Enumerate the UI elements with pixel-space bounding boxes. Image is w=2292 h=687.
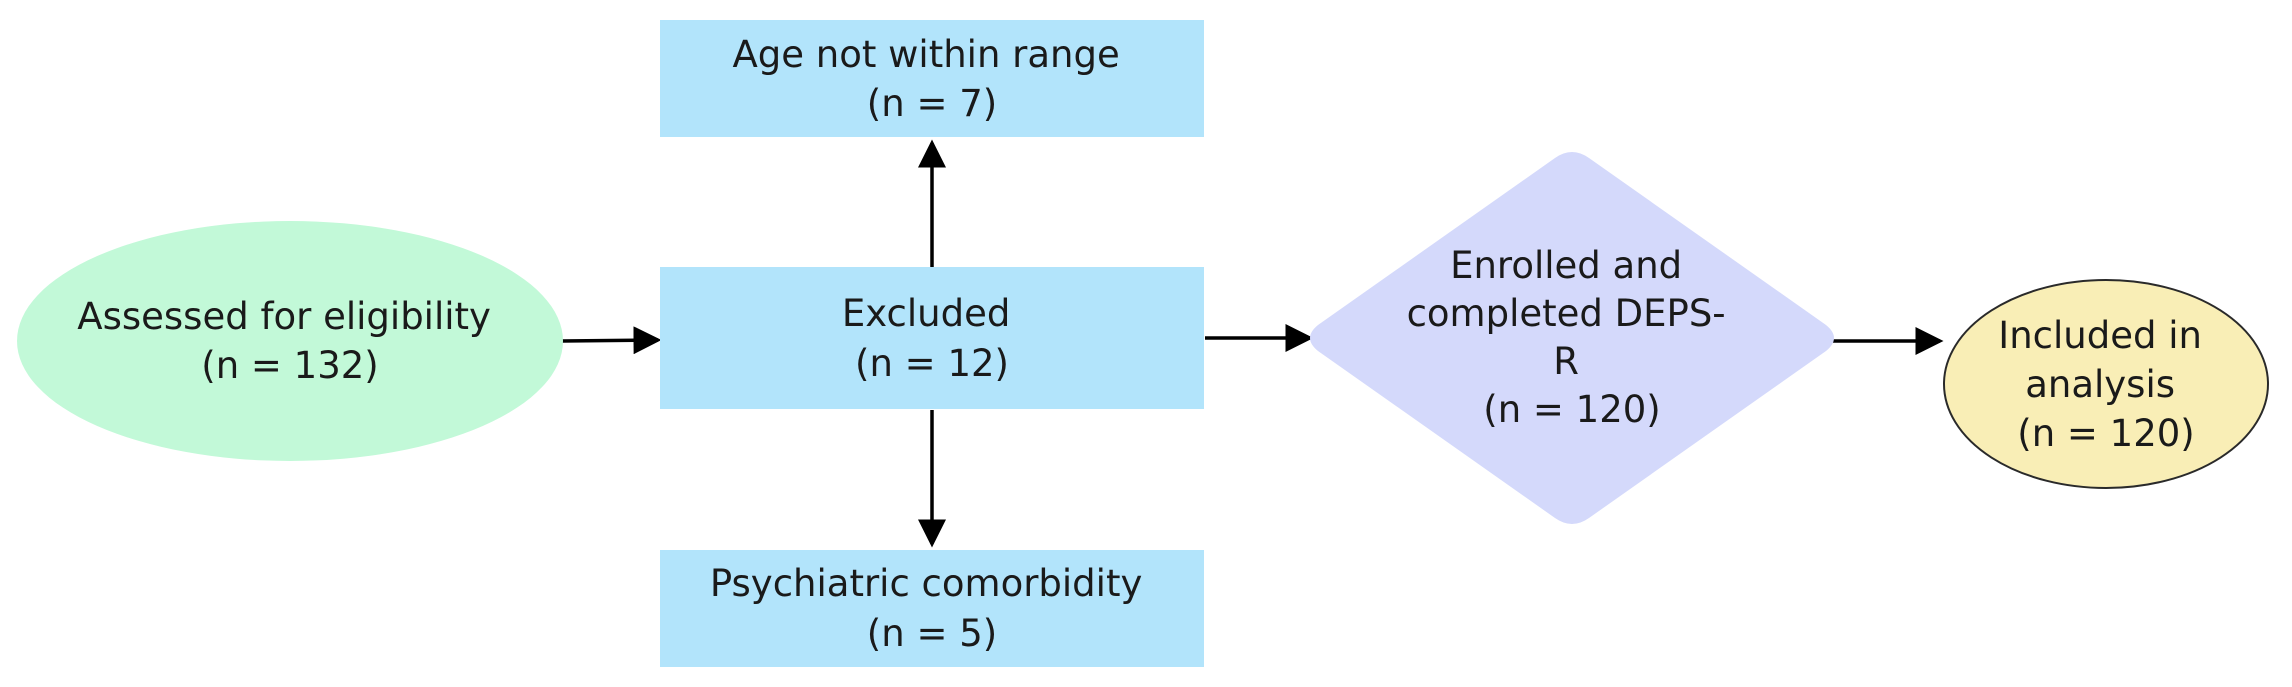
node-psych-shape [660,550,1204,667]
node-age-label: Age not within range (n = 7) [732,33,1131,125]
node-assessed-line-1: Assessed for eligibility [77,295,491,338]
node-excluded-shape [660,267,1204,409]
node-psych-line-2: (n = 5) [867,612,997,655]
node-included-label: Included in analysis (n = 120) [1998,314,2213,455]
node-enrolled-line-4: (n = 120) [1483,388,1660,431]
node-included-shape [1943,279,2269,489]
node-age-line-2: (n = 7) [867,82,997,125]
node-included-line-3: (n = 120) [2017,412,2194,455]
node-age: Age not within range (n = 7) [660,20,1204,137]
node-excluded-label: Excluded (n = 12) [842,292,1022,385]
node-excluded-line-2: (n = 12) [855,342,1009,385]
node-assessed-shape [17,221,563,461]
node-enrolled-line-3: R [1553,340,1579,383]
node-enrolled-line-2: completed DEPS- [1407,292,1726,335]
node-enrolled-label: Enrolled and completed DEPS- R (n = 120) [1407,244,1738,431]
node-included-line-2: analysis [2025,363,2175,406]
node-included-line-1: Included in [1998,314,2202,357]
node-psych-line-1: Psychiatric comorbidity [710,562,1143,605]
node-age-line-1: Age not within range [732,33,1119,76]
node-assessed: Assessed for eligibility (n = 132) [17,221,563,461]
node-assessed-label: Assessed for eligibility (n = 132) [77,295,502,387]
node-excluded-line-1: Excluded [842,292,1010,335]
node-enrolled-line-1: Enrolled and [1450,244,1682,287]
node-assessed-line-2: (n = 132) [201,344,378,387]
node-enrolled: Enrolled and completed DEPS- R (n = 120) [1310,152,1834,524]
node-psych: Psychiatric comorbidity (n = 5) [660,550,1204,667]
node-included: Included in analysis (n = 120) [1943,279,2269,489]
node-enrolled-shape [1310,152,1834,524]
edge-assessed-to-excluded [561,326,662,355]
node-psych-label: Psychiatric comorbidity (n = 5) [710,562,1154,655]
node-excluded: Excluded (n = 12) [660,267,1204,409]
node-age-shape [660,20,1204,137]
